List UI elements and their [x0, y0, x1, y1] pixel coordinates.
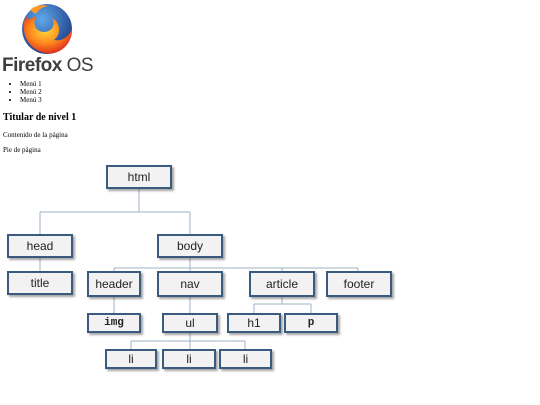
menu-item: Menú 2	[20, 88, 42, 96]
menu-item: Menú 1	[20, 80, 42, 88]
node-title: title	[7, 271, 73, 295]
page-content: Contenido de la página	[3, 131, 68, 139]
node-li: li	[162, 349, 216, 369]
node-img: img	[87, 313, 141, 333]
menu-list: Menú 1 Menú 2 Menú 3	[12, 80, 42, 104]
node-footer: footer	[326, 271, 392, 297]
page-heading: Titular de nivel 1	[3, 112, 77, 123]
node-ul: ul	[162, 313, 218, 333]
brand-name: Firefox OS	[2, 55, 94, 76]
node-nav: nav	[157, 271, 223, 297]
node-article: article	[249, 271, 315, 297]
node-body: body	[157, 234, 223, 258]
node-li: li	[105, 349, 157, 369]
node-h1: h1	[227, 313, 281, 333]
node-li: li	[219, 349, 272, 369]
node-header: header	[87, 271, 141, 297]
page-footer: Pie de página	[3, 146, 41, 154]
node-head: head	[7, 234, 73, 258]
firefox-logo	[2, 2, 92, 74]
node-p: p	[284, 313, 338, 333]
node-html: html	[106, 165, 172, 189]
menu-item: Menú 3	[20, 96, 42, 104]
